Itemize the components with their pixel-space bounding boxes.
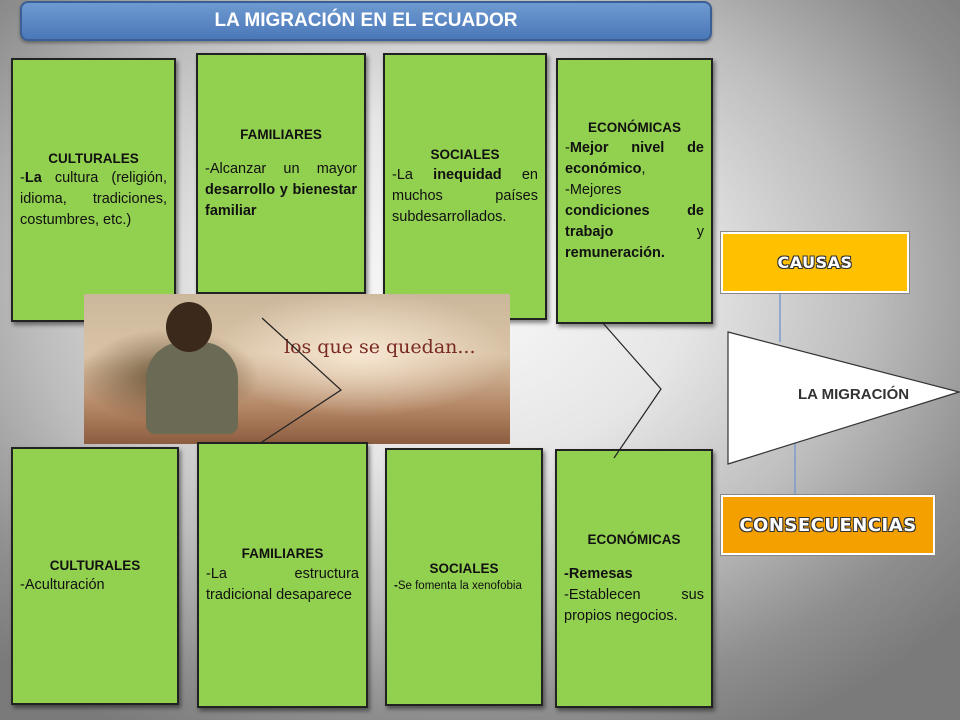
cause-card-culturales: CULTURALES -La cultura (religión, idioma… [11, 58, 176, 322]
page-title: LA MIGRACIÓN EN EL ECUADOR [20, 1, 712, 41]
causas-label: Causas [720, 231, 910, 294]
photo-caption: los que se quedan... [284, 336, 476, 358]
card-body: -Se fomenta la xenofobia [394, 578, 534, 595]
cause-card-familiares: FAMILIARES -Alcanzar un mayor desarrollo… [196, 53, 366, 294]
text-bold: remuneración. [565, 244, 665, 261]
text-bold: desarrollo y bienestar familiar [205, 181, 357, 219]
text: - [20, 170, 25, 187]
migration-label: LA MIGRACIÓN [798, 386, 910, 403]
consequence-card-culturales: CULTURALES -Aculturación [11, 447, 179, 705]
card-title: SOCIALES [429, 560, 499, 576]
text: , [641, 160, 646, 177]
consecuencias-label: Consecuencias [720, 494, 936, 556]
text: -Mejores [565, 181, 622, 198]
card-title: FAMILIARES [240, 127, 322, 143]
boy-head [166, 302, 212, 352]
text-bold: La [24, 170, 42, 187]
card-title: FAMILIARES [241, 546, 324, 562]
card-body: -La inequidad en muchos países subdesarr… [392, 165, 538, 228]
card-title: CULTURALES [49, 557, 141, 573]
text: - [565, 139, 570, 156]
consequence-card-sociales: SOCIALES -Se fomenta la xenofobia [385, 448, 543, 706]
text: -Establecen sus propios negocios. [564, 586, 704, 624]
chevron-center [601, 321, 662, 459]
text-bold: inequidad [433, 166, 502, 183]
card-title: ECONÓMICAS [587, 532, 681, 548]
card-body: -La cultura (religión, idioma, tradicion… [20, 168, 167, 231]
card-body: -La estructura tradicional desaparece [206, 565, 359, 603]
text-bold: - [394, 580, 398, 593]
cause-card-economicas: ECONÓMICAS -Mejor nivel de económico,-Me… [556, 58, 713, 324]
text: -La [392, 166, 434, 183]
boy-figure [146, 342, 238, 434]
card-body: -Aculturación [20, 577, 105, 594]
migration-triangle [727, 331, 960, 465]
card-body: -Alcanzar un mayor desarrollo y bienesta… [205, 159, 357, 222]
card-title: ECONÓMICAS [587, 120, 681, 136]
chevron-photo [261, 317, 342, 443]
text: y [613, 223, 704, 240]
text: Se fomenta la xenofobia [397, 580, 522, 593]
card-body: -Remesas -Establecen sus propios negocios… [564, 564, 704, 627]
text-bold: condiciones de trabajo [565, 202, 704, 240]
card-title: SOCIALES [430, 147, 500, 163]
card-body: -Mejor nivel de económico, -Mejores condi… [565, 138, 704, 264]
cause-card-sociales: SOCIALES -La inequidad en muchos países … [383, 53, 547, 320]
text-bold: -Remesas [564, 565, 633, 582]
consequence-card-economicas: ECONÓMICAS -Remesas -Establecen sus propi… [555, 449, 713, 708]
card-title: CULTURALES [48, 150, 139, 166]
text: -Alcanzar un mayor [205, 160, 357, 177]
text: cultura (religión, idioma, tradiciones, … [20, 170, 167, 229]
text: en muchos países subdesarrollados. [392, 166, 538, 225]
consequence-card-familiares: FAMILIARES -La estructura tradicional de… [197, 442, 368, 708]
text-bold: Mejor nivel de económico [565, 139, 704, 177]
